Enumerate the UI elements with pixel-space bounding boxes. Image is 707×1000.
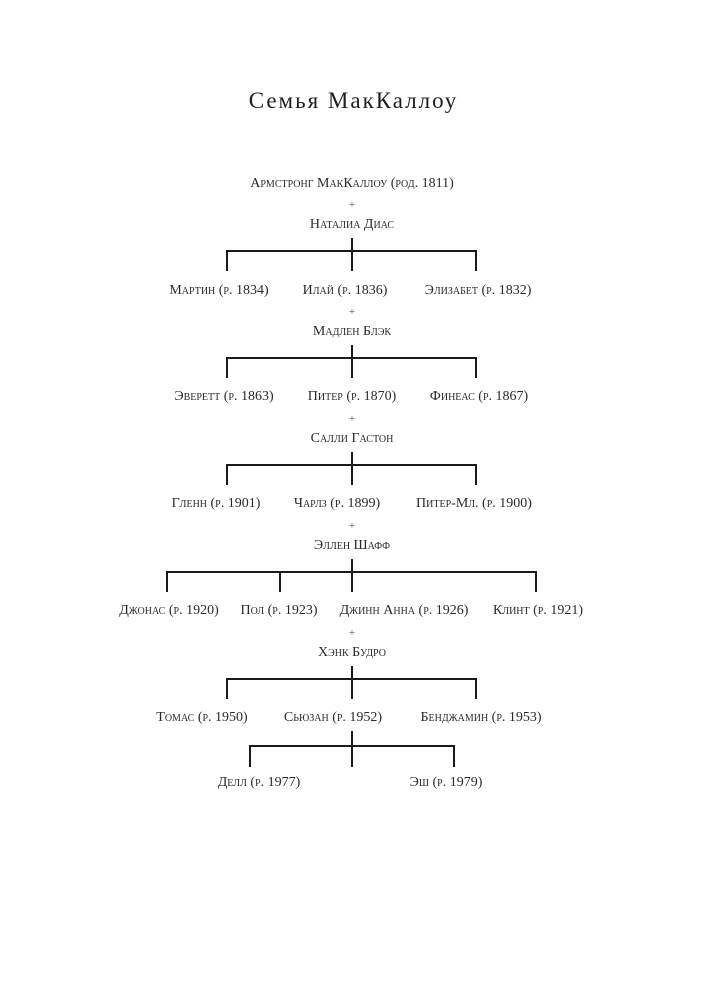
- spouse-name: Хэнк Будро: [318, 645, 386, 660]
- person-name: Чарлз (р. 1899): [293, 496, 381, 511]
- connector-stem: [351, 559, 353, 592]
- connector-drop: [279, 571, 281, 592]
- connector-drop: [226, 250, 228, 271]
- person-name: Бенджамин (р. 1953): [420, 710, 542, 725]
- spouse-name: Эллен Шафф: [313, 538, 391, 553]
- connector-bar: [226, 678, 477, 680]
- founder-name: Армстронг МакКаллоу (род. 1811): [250, 176, 454, 191]
- connector-drop: [475, 678, 477, 699]
- connector-bar: [249, 745, 455, 747]
- person-name: Илай (р. 1836): [302, 283, 388, 298]
- person-name: Джонас (р. 1920): [119, 603, 219, 618]
- person-name: Финеас (р. 1867): [429, 389, 529, 404]
- connector-bar: [166, 571, 537, 573]
- connector-bar: [226, 357, 477, 359]
- person-name: Эш (р. 1979): [409, 775, 483, 790]
- connector-drop: [535, 571, 537, 592]
- connector-drop: [226, 357, 228, 378]
- connector-stem: [351, 345, 353, 378]
- marriage-plus-sign: +: [348, 199, 356, 211]
- connector-drop: [475, 357, 477, 378]
- connector-drop: [226, 464, 228, 485]
- person-name: Элизабет (р. 1832): [424, 283, 532, 298]
- connector-stem: [351, 238, 353, 271]
- connector-bar: [226, 464, 477, 466]
- marriage-plus-sign: +: [348, 627, 356, 639]
- marriage-plus-sign: +: [348, 306, 356, 318]
- page-title: Семья МакКаллоу: [248, 88, 459, 113]
- person-name: Джинн Анна (р. 1926): [339, 603, 469, 618]
- founder-spouse-name: Наталиа Диас: [309, 217, 395, 232]
- person-name: Питер (р. 1870): [307, 389, 397, 404]
- connector-drop: [226, 678, 228, 699]
- person-name: Делл (р. 1977): [217, 775, 301, 790]
- connector-drop: [475, 250, 477, 271]
- connector-drop: [166, 571, 168, 592]
- person-name: Клинт (р. 1921): [492, 603, 584, 618]
- connector-drop: [475, 464, 477, 485]
- person-name: Питер-Мл. (р. 1900): [416, 496, 532, 511]
- connector-stem: [351, 666, 353, 699]
- person-name: Мартин (р. 1834): [169, 283, 269, 298]
- spouse-name: Мадлен Блэк: [312, 324, 392, 339]
- connector-stem: [351, 731, 353, 767]
- marriage-plus-sign: +: [348, 520, 356, 532]
- connector-drop: [249, 745, 251, 767]
- connector-bar: [226, 250, 477, 252]
- connector-drop: [453, 745, 455, 767]
- marriage-plus-sign: +: [348, 413, 356, 425]
- person-name: Эверетт (р. 1863): [174, 389, 274, 404]
- person-name: Томас (р. 1950): [156, 710, 248, 725]
- person-name: Пол (р. 1923): [240, 603, 318, 618]
- spouse-name: Салли Гастон: [310, 431, 394, 446]
- connector-stem: [351, 452, 353, 485]
- person-name: Гленн (р. 1901): [171, 496, 261, 511]
- person-name: Сьюзан (р. 1952): [283, 710, 383, 725]
